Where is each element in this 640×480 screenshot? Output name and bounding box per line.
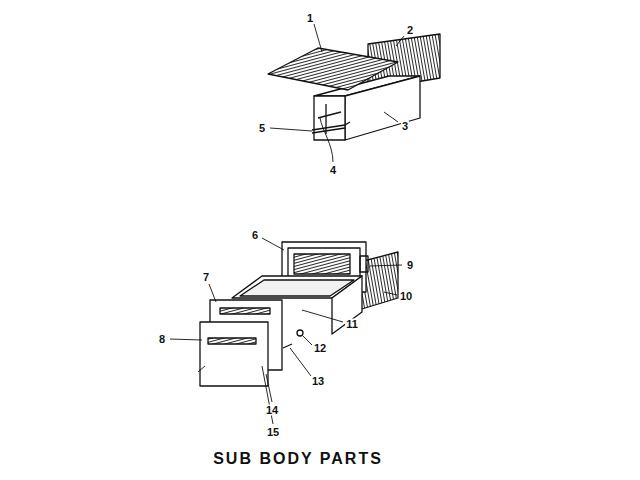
rod	[312, 128, 345, 133]
callout-number: 11	[345, 319, 359, 330]
leader-line	[170, 339, 202, 340]
callout-number: 15	[266, 427, 280, 438]
leader-line	[262, 238, 284, 250]
box-front	[314, 96, 345, 140]
leader-line	[384, 112, 398, 122]
pin	[283, 344, 292, 348]
callout-number: 6	[251, 230, 259, 241]
drawer-inside	[240, 280, 354, 296]
callout-number: 3	[401, 121, 409, 132]
callout-number: 13	[311, 376, 325, 387]
front-cover	[200, 322, 268, 386]
leader-line	[303, 336, 312, 345]
box-rail	[318, 112, 341, 118]
callout-number: 9	[406, 260, 414, 271]
cover-handle	[208, 338, 256, 344]
leader-line	[314, 24, 322, 52]
callout-number: 14	[265, 405, 279, 416]
leader-line	[370, 265, 402, 266]
callout-number: 12	[313, 343, 327, 354]
callout-number: 10	[399, 291, 413, 302]
diagram-title: SUB BODY PARTS	[213, 450, 383, 468]
leader-line	[396, 36, 404, 46]
handle	[220, 308, 270, 314]
callout-number: 4	[329, 165, 337, 176]
box-rail	[325, 104, 326, 134]
callout-number: 1	[306, 13, 314, 24]
frame-window	[294, 254, 350, 274]
callout-number: 7	[202, 272, 210, 283]
callout-number: 2	[406, 25, 414, 36]
screw	[297, 330, 303, 336]
leader-line	[209, 284, 216, 302]
leader-line	[266, 374, 272, 402]
top-grille	[268, 48, 398, 90]
leader-line	[270, 128, 312, 131]
frame-clip	[360, 256, 368, 272]
leader-line	[290, 348, 311, 376]
leader-line	[198, 366, 205, 372]
leader-line	[320, 118, 333, 162]
callout-number: 8	[158, 334, 166, 345]
leader-line	[384, 292, 397, 295]
callout-number: 5	[258, 123, 266, 134]
rod	[312, 122, 350, 130]
drawer-side	[332, 276, 362, 334]
leader-line	[302, 310, 343, 322]
